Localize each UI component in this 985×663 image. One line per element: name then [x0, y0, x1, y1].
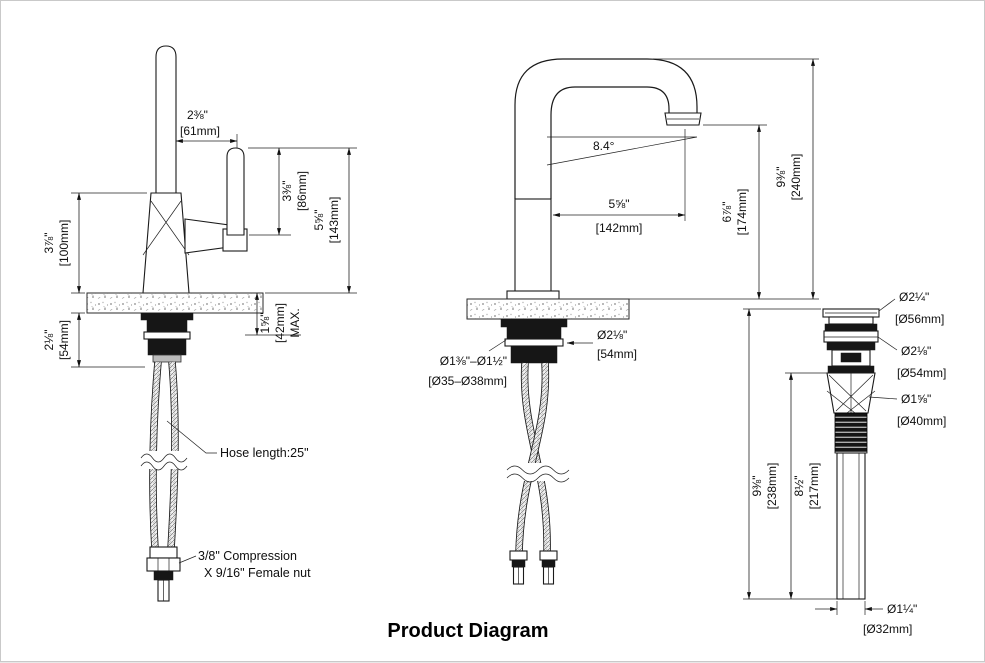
front-spout-reach-mm: [142mm]	[596, 221, 643, 235]
drain-total-length-mm: [238mm]	[765, 463, 779, 510]
drain-overflow-window	[840, 352, 862, 363]
drain-view-dimensions: Ø2¼" [Ø56mm] Ø2⅛" [Ø54mm] Ø1⅝" [Ø40mm] 9…	[743, 290, 946, 636]
side-hose-length-note: Hose length:25"	[220, 446, 309, 460]
front-shank-diameter-inch: Ø2⅛"	[597, 328, 627, 342]
side-shank-length-mm: [54mm]	[57, 320, 71, 360]
drain-tube-diameter-mm: [Ø32mm]	[863, 622, 912, 636]
front-spout-clearance-inch: 6⅞"	[720, 202, 734, 223]
side-spout-height-inch: 5⅝"	[312, 210, 326, 231]
front-view-faucet-drawing	[466, 58, 702, 585]
side-supply-hoses	[139, 361, 189, 550]
front-total-height-mm: [240mm]	[789, 154, 803, 201]
front-countertop	[466, 298, 630, 320]
drain-cap-diameter-mm: [Ø54mm]	[897, 366, 946, 380]
front-view: 8.4° 5⅝" [142mm] 6⅞" [174mm] 9⅜" [240mm]…	[428, 58, 819, 585]
drain-cap-diameter-inch: Ø2⅛"	[901, 344, 931, 358]
side-spout-height-mm: [143mm]	[327, 197, 341, 244]
drain-tail-length-inch: 8½"	[792, 476, 806, 497]
side-spout-offset-inch: 2⅜"	[187, 108, 208, 122]
side-spout-offset-mm: [61mm]	[180, 124, 220, 138]
drain-body-diameter-inch: Ø1⅝"	[901, 392, 931, 406]
drain-tail-length-mm: [217mm]	[807, 463, 821, 510]
side-shank-length-inch: 2⅛"	[42, 330, 56, 351]
front-hole-diameter-inch: Ø1⅜"–Ø1½"	[440, 354, 507, 368]
side-view-dimensions: 2⅜" [61mm] 3⅜" [86mm] 5⅝" [143mm] 3⅞" [1…	[42, 108, 357, 580]
drain-view: Ø2¼" [Ø56mm] Ø2⅛" [Ø54mm] Ø1⅝" [Ø40mm] 9…	[743, 290, 946, 636]
front-total-height-inch: 9⅜"	[774, 167, 788, 188]
drain-threaded-section	[834, 412, 868, 454]
front-shank-diameter-mm: [54mm]	[597, 347, 637, 361]
front-hose-fittings	[509, 550, 558, 585]
side-view: 2⅜" [61mm] 3⅜" [86mm] 5⅝" [143mm] 3⅞" [1…	[42, 45, 357, 602]
front-supply-hoses	[505, 362, 571, 554]
front-hole-diameter-mm: [Ø35–Ø38mm]	[428, 374, 507, 388]
drain-flange-diameter-mm: [Ø56mm]	[895, 312, 944, 326]
side-compression-fitting	[146, 546, 181, 602]
side-body-height-inch: 3⅞"	[42, 233, 56, 254]
front-view-dimensions: 8.4° 5⅝" [142mm] 6⅞" [174mm] 9⅜" [240mm]…	[428, 58, 819, 388]
diagram-title: Product Diagram	[387, 620, 548, 642]
side-deck-max-suffix: MAX.	[288, 308, 302, 337]
side-countertop	[86, 292, 264, 314]
front-spout-reach-inch: 5⅝"	[609, 197, 630, 211]
side-deck-max-inch: 1⅝"	[258, 313, 272, 334]
side-handle-height-inch: 3⅜"	[280, 181, 294, 202]
drain-flange-diameter-inch: Ø2¼"	[899, 290, 929, 304]
side-deck-max-mm: [42mm]	[273, 303, 287, 343]
front-spout-angle: 8.4°	[593, 139, 615, 153]
side-view-faucet-drawing	[86, 45, 264, 602]
side-body-height-mm: [100mm]	[57, 220, 71, 267]
drain-tube-diameter-inch: Ø1¼"	[887, 602, 917, 616]
side-fitting-note-line1: 3/8" Compression	[198, 549, 297, 563]
drain-total-length-inch: 9⅜"	[750, 476, 764, 497]
side-handle-height-mm: [86mm]	[295, 171, 309, 211]
front-spout-clearance-mm: [174mm]	[735, 189, 749, 236]
drain-body-diameter-mm: [Ø40mm]	[897, 414, 946, 428]
side-fitting-note-line2: X 9/16" Female nut	[204, 566, 311, 580]
drain-assembly-drawing	[822, 308, 880, 600]
